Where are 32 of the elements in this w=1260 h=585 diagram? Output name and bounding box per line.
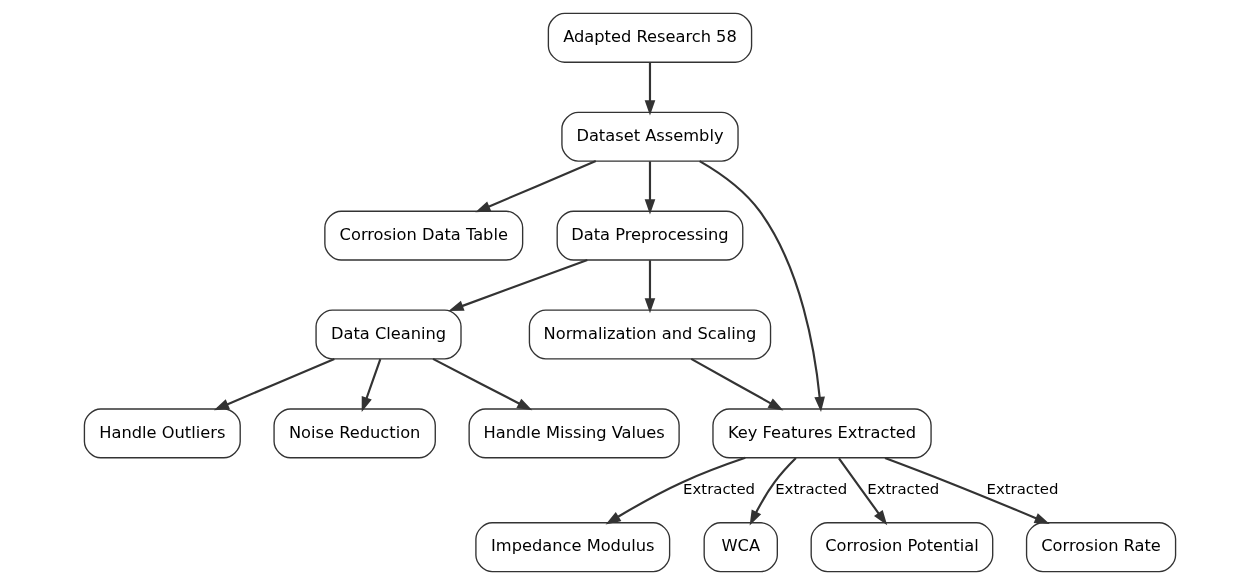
arrow <box>644 62 656 116</box>
arrow <box>432 357 533 411</box>
node-box: Adapted Research 58 <box>547 12 753 63</box>
node-box: Handle Missing Values <box>468 408 680 459</box>
node-box: Corrosion Rate <box>1025 522 1177 573</box>
node-box: Normalization and Scaling <box>528 309 772 360</box>
edge-label: Extracted <box>867 480 940 499</box>
arrow <box>213 357 335 411</box>
arrow <box>644 260 656 314</box>
arrow <box>690 357 784 411</box>
node-box: Corrosion Data Table <box>324 210 524 261</box>
node-box: Data Cleaning <box>315 309 462 360</box>
arrow <box>699 160 825 413</box>
arrow <box>448 259 588 312</box>
node-box: Dataset Assembly <box>561 111 739 162</box>
arrow <box>361 358 382 413</box>
arrow <box>884 456 1050 524</box>
node-box: Handle Outliers <box>83 408 241 459</box>
arrow <box>838 457 888 526</box>
edge-label: Extracted <box>683 480 756 499</box>
node-box: Noise Reduction <box>273 408 436 459</box>
arrow <box>605 456 746 525</box>
edge-label: Extracted <box>775 480 848 499</box>
node-box: Corrosion Potential <box>810 522 994 573</box>
arrow <box>644 161 656 215</box>
arrow <box>475 160 597 213</box>
edge-label: Extracted <box>986 480 1059 499</box>
node-box: Impedance Modulus <box>475 522 671 573</box>
arrow <box>749 457 797 526</box>
node-box: Data Preprocessing <box>556 210 744 261</box>
node-box: WCA <box>703 522 778 573</box>
node-box: Key Features Extracted <box>712 408 932 459</box>
